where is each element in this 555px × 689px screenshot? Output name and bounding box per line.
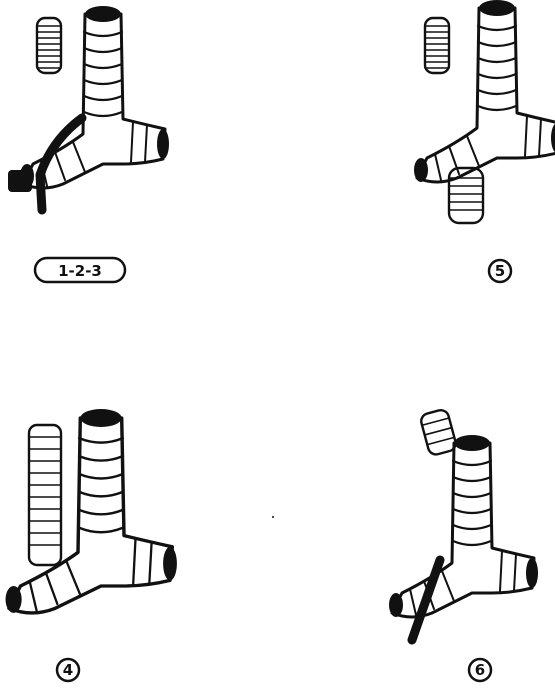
wrapped-limb xyxy=(389,435,538,617)
svg-text:6: 6 xyxy=(475,661,485,679)
bandage-roll xyxy=(29,425,61,565)
bandage-end xyxy=(8,170,32,192)
ink-dot xyxy=(272,516,274,518)
panel-5: 5 xyxy=(414,0,555,282)
panel-1-2-3: 1-2-3 xyxy=(8,6,169,282)
svg-text:5: 5 xyxy=(495,262,505,280)
bandage-roll-lower xyxy=(449,168,483,223)
panel-6: 6 xyxy=(389,408,538,681)
svg-text:4: 4 xyxy=(63,661,73,679)
bandage-roll xyxy=(37,18,61,73)
bandage-roll xyxy=(419,408,457,456)
bandage-strip xyxy=(40,118,82,210)
panel-label: 1-2-3 xyxy=(35,258,125,282)
panel-label: 4 xyxy=(57,659,79,681)
svg-text:1-2-3: 1-2-3 xyxy=(58,262,102,280)
wrapped-limb xyxy=(6,409,177,613)
panel-label: 6 xyxy=(469,659,491,681)
bandage-strip xyxy=(412,560,440,640)
panel-label: 5 xyxy=(489,260,511,282)
bandage-roll xyxy=(425,18,449,73)
wrapped-limb xyxy=(414,0,555,182)
panel-4: 4 xyxy=(6,409,177,681)
